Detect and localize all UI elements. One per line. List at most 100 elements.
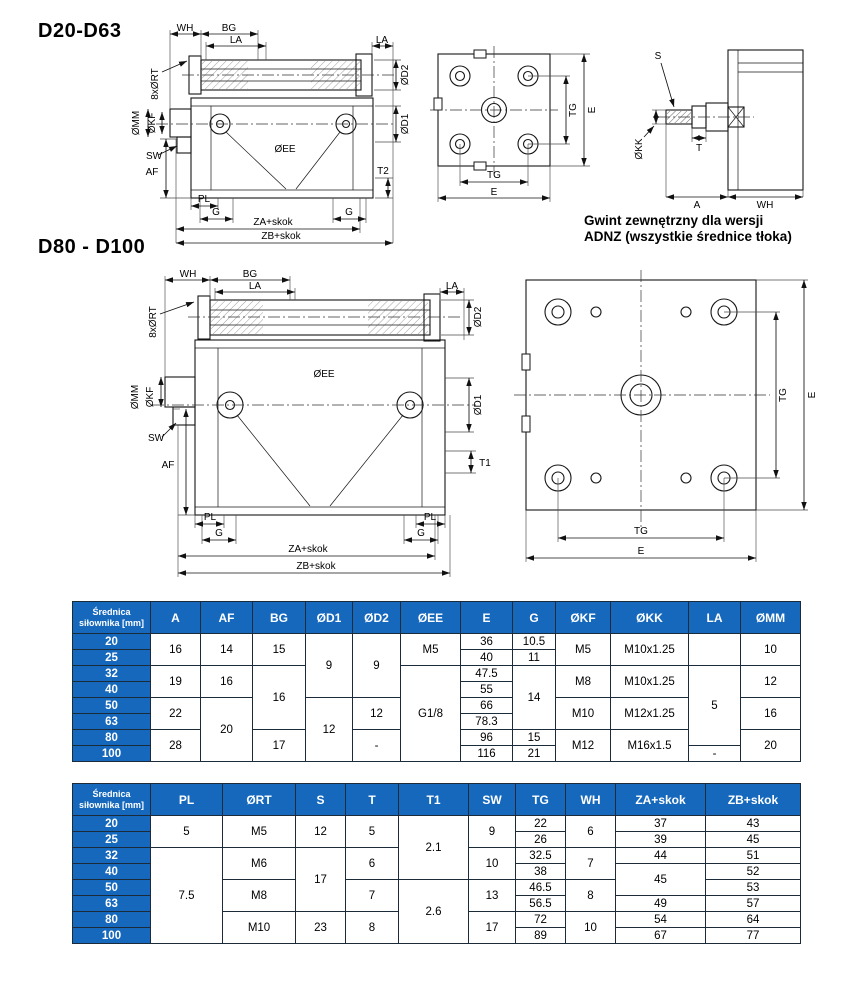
dimension-cell: 55 <box>460 681 513 698</box>
dimension-cell: 44 <box>615 847 706 864</box>
dim-label-mm: ØMM <box>131 111 142 135</box>
row-header-diameter: 80 <box>72 729 151 746</box>
dim-label-tg-side: TG <box>778 388 789 402</box>
dimension-cell: 5 <box>150 815 223 848</box>
dimension-cell: M8 <box>555 665 611 698</box>
dimension-cell: 10.5 <box>512 633 556 650</box>
dimension-cell: M10 <box>555 697 611 730</box>
dimension-cell: 12 <box>352 697 401 730</box>
column-header: ZA+skok <box>615 783 706 816</box>
dimension-cell: 38 <box>515 863 566 880</box>
column-header: ØD1 <box>305 601 353 634</box>
dimension-cell: 19 <box>150 665 201 698</box>
dimension-cell: 53 <box>705 879 801 896</box>
dim-label-e-bottom: E <box>491 187 498 198</box>
dimension-cell: 22 <box>150 697 201 730</box>
dimension-cell: M12x1.25 <box>610 697 689 730</box>
cylinder-body <box>169 97 374 199</box>
dimension-cell: M12 <box>555 729 611 762</box>
dimension-cell: 67 <box>615 927 706 944</box>
section-title-d20-d63: D20-D63 <box>38 20 122 42</box>
dimension-cell: 6 <box>345 847 399 880</box>
dimension-cell: 20 <box>200 697 253 762</box>
dimension-cell: M5 <box>400 633 461 666</box>
dim-label-bg: BG <box>243 269 258 280</box>
dimension-cell: 46.5 <box>515 879 566 896</box>
dim-label-ee: ØEE <box>313 369 334 380</box>
dim-label-sw: SW <box>148 433 165 444</box>
dim-label-d1: ØD1 <box>400 113 411 134</box>
dimension-cell: 21 <box>512 745 556 762</box>
dimension-cell: 15 <box>252 633 306 666</box>
dimension-cell: 40 <box>460 649 513 666</box>
column-header: AF <box>200 601 253 634</box>
dimension-cell: 16 <box>740 697 801 730</box>
piston-rod-assembly <box>197 293 441 342</box>
dim-label-d1: ØD1 <box>473 394 484 415</box>
dimension-cell: 23 <box>295 911 346 944</box>
dimension-cell: 51 <box>705 847 801 864</box>
column-header: TG <box>515 783 566 816</box>
column-header: Średnica siłownika [mm] <box>72 601 151 634</box>
row-header-diameter: 25 <box>72 649 151 666</box>
column-header: ØMM <box>740 601 801 634</box>
dimension-cell: 8 <box>345 911 399 944</box>
dim-label-sw: SW <box>146 151 163 162</box>
column-header: S <box>295 783 346 816</box>
dimension-cell: 10 <box>565 911 616 944</box>
dimension-cell: 6 <box>565 815 616 848</box>
extension-lines <box>437 53 590 202</box>
dimension-cell: G1/8 <box>400 665 461 762</box>
dim-label-g-right: G <box>417 528 425 539</box>
adnz-note: Gwint zewnętrzny dla wersji ADNZ (wszyst… <box>584 213 834 245</box>
dimension-cell: 26 <box>515 831 566 848</box>
dim-label-8xort: 8xØRT <box>150 68 161 100</box>
dim-label-g-right: G <box>345 207 353 218</box>
column-header: T <box>345 783 399 816</box>
column-header: WH <box>565 783 616 816</box>
dim-label-wh: WH <box>177 23 194 34</box>
dimension-cell: 17 <box>468 911 516 944</box>
dimension-cell: 2.6 <box>398 879 469 944</box>
dimension-cell: 78.3 <box>460 713 513 730</box>
dimension-cell: 12 <box>740 665 801 698</box>
dim-label-af: AF <box>162 460 175 471</box>
dimension-cell: 17 <box>252 729 306 762</box>
row-header-diameter: 40 <box>72 863 151 880</box>
row-header-diameter: 25 <box>72 831 151 848</box>
row-header-diameter: 40 <box>72 681 151 698</box>
dimension-cell: 64 <box>705 911 801 928</box>
dimension-cell: M8 <box>222 879 296 912</box>
dimension-cell: - <box>352 729 401 762</box>
dimension-cell: 49 <box>615 895 706 912</box>
row-header-diameter: 32 <box>72 665 151 682</box>
column-header: ØKK <box>610 601 689 634</box>
dimension-cell: M10x1.25 <box>610 633 689 666</box>
column-header: ØEE <box>400 601 461 634</box>
dimension-cell: 5 <box>688 665 741 746</box>
side-section-view-d80-d100: WH BG LA LA 8xØRT ØD2 ØD1 ØMM ØKF SW AF … <box>130 269 491 577</box>
row-header-diameter: 100 <box>72 927 151 944</box>
dimension-cell: 12 <box>305 697 353 762</box>
row-header-diameter: 80 <box>72 911 151 928</box>
dim-label-e-side: E <box>587 106 598 113</box>
dimension-cell: 37 <box>615 815 706 832</box>
dimension-cell: 54 <box>615 911 706 928</box>
dimension-lines <box>643 62 803 200</box>
dimension-lines <box>158 277 474 576</box>
side-section-view-d20-d63: WH BG LA LA 8xØRT ØD2 ØD1 ØMM ØKF SW AF … <box>131 23 411 246</box>
dimension-cell: 43 <box>705 815 801 832</box>
dimension-cell: 66 <box>460 697 513 714</box>
dim-label-t: T <box>696 143 702 154</box>
dim-label-pl-right: PL <box>424 512 437 523</box>
dimension-cell: 9 <box>468 815 516 848</box>
dim-label-tg-bottom: TG <box>487 170 501 181</box>
dimension-cell: - <box>688 745 741 762</box>
